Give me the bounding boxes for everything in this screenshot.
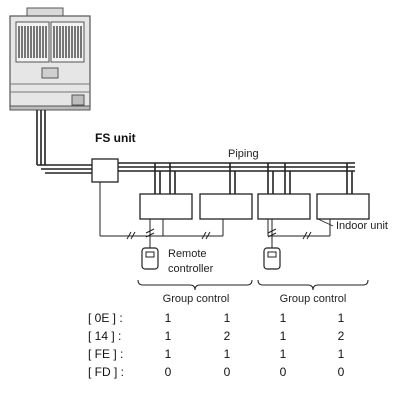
main-piping bbox=[36, 110, 92, 174]
wire-break-marks bbox=[126, 228, 312, 240]
remote-controller-2 bbox=[263, 247, 281, 270]
outdoor-unit bbox=[9, 7, 91, 111]
table-cell: 2 bbox=[224, 329, 231, 343]
remote-controller-label-1: Remote bbox=[168, 248, 207, 260]
outdoor-unit-grille-lines bbox=[18, 26, 82, 58]
indoor-unit-2 bbox=[199, 193, 253, 220]
outdoor-unit-service-valve bbox=[71, 94, 85, 106]
table-cell: 1 bbox=[224, 311, 231, 325]
table-cell: 0 bbox=[165, 365, 172, 379]
indoor-unit-4 bbox=[316, 193, 370, 220]
address-table: [ 0E ] : 1 1 1 1 [ 14 ] : 1 2 1 2 [ FE ] : 1 1 1 1 [ FD… bbox=[88, 311, 345, 379]
piping-bus bbox=[118, 162, 355, 194]
outdoor-unit-cap bbox=[26, 7, 64, 17]
table-cell: 1 bbox=[338, 311, 345, 325]
group-braces bbox=[137, 279, 369, 291]
table-cell: 1 bbox=[165, 329, 172, 343]
table-row-label: [ FD ] : bbox=[88, 365, 124, 379]
table-cell: 1 bbox=[165, 347, 172, 361]
fs-unit-label: FS unit bbox=[95, 131, 136, 145]
fs-unit-box bbox=[91, 158, 119, 183]
indoor-unit-1 bbox=[139, 193, 193, 220]
control-wiring bbox=[99, 182, 331, 248]
remote-controller-label-2: controller bbox=[168, 263, 214, 275]
table-row-label: [ 0E ] : bbox=[88, 311, 123, 325]
table-cell: 1 bbox=[338, 347, 345, 361]
table-cell: 0 bbox=[338, 365, 345, 379]
table-row-label: [ FE ] : bbox=[88, 347, 123, 361]
group-control-label-2: Group control bbox=[280, 293, 347, 305]
outdoor-unit-grille-right bbox=[50, 21, 85, 63]
outdoor-unit-grille-left bbox=[15, 21, 50, 63]
indoor-unit-3 bbox=[257, 193, 311, 220]
table-cell: 1 bbox=[280, 347, 287, 361]
outdoor-unit-panel bbox=[41, 67, 59, 79]
indoor-units bbox=[139, 193, 370, 220]
table-cell: 1 bbox=[280, 329, 287, 343]
indoor-unit-label: Indoor unit bbox=[336, 220, 388, 232]
table-cell: 0 bbox=[224, 365, 231, 379]
table-cell: 0 bbox=[280, 365, 287, 379]
table-cell: 2 bbox=[338, 329, 345, 343]
group-control-label-1: Group control bbox=[163, 293, 230, 305]
table-cell: 1 bbox=[165, 311, 172, 325]
remote-controller-1 bbox=[141, 247, 159, 270]
piping-label: Piping bbox=[228, 148, 259, 160]
table-cell: 1 bbox=[224, 347, 231, 361]
table-row-label: [ 14 ] : bbox=[88, 329, 121, 343]
table-cell: 1 bbox=[280, 311, 287, 325]
